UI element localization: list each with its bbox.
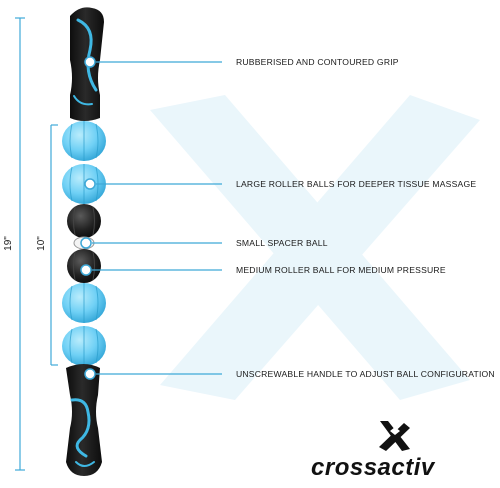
callout-markers	[80, 56, 96, 380]
callout-marker-icon	[84, 56, 96, 68]
callout-marker-icon	[84, 178, 96, 190]
bottom-handle	[66, 364, 102, 476]
callout-marker-icon	[80, 264, 92, 276]
brand-name: crossactiv	[311, 454, 435, 481]
annotation-spacer-ball: SMALL SPACER BALL	[236, 238, 328, 248]
overall-length-label: 19"	[2, 236, 14, 251]
callout-marker-icon	[84, 368, 96, 380]
annotation-medium-ball: MEDIUM ROLLER BALL FOR MEDIUM PRESSURE	[236, 265, 446, 275]
callout-marker-icon	[80, 237, 92, 249]
roller-balls	[62, 121, 106, 366]
medium-roller-ball	[67, 204, 101, 238]
annotation-large-balls: LARGE ROLLER BALLS FOR DEEPER TISSUE MAS…	[236, 179, 477, 189]
annotation-grip: RUBBERISED AND CONTOURED GRIP	[236, 57, 399, 67]
ball-section-length-label: 10"	[35, 236, 47, 251]
overall-length-bracket	[15, 17, 25, 471]
annotation-handle: UNSCREWABLE HANDLE TO ADJUST BALL CONFIG…	[236, 369, 495, 379]
crossed-x-logo-icon	[379, 421, 410, 451]
ball-section-bracket	[50, 124, 58, 366]
callout-lines	[92, 61, 222, 375]
